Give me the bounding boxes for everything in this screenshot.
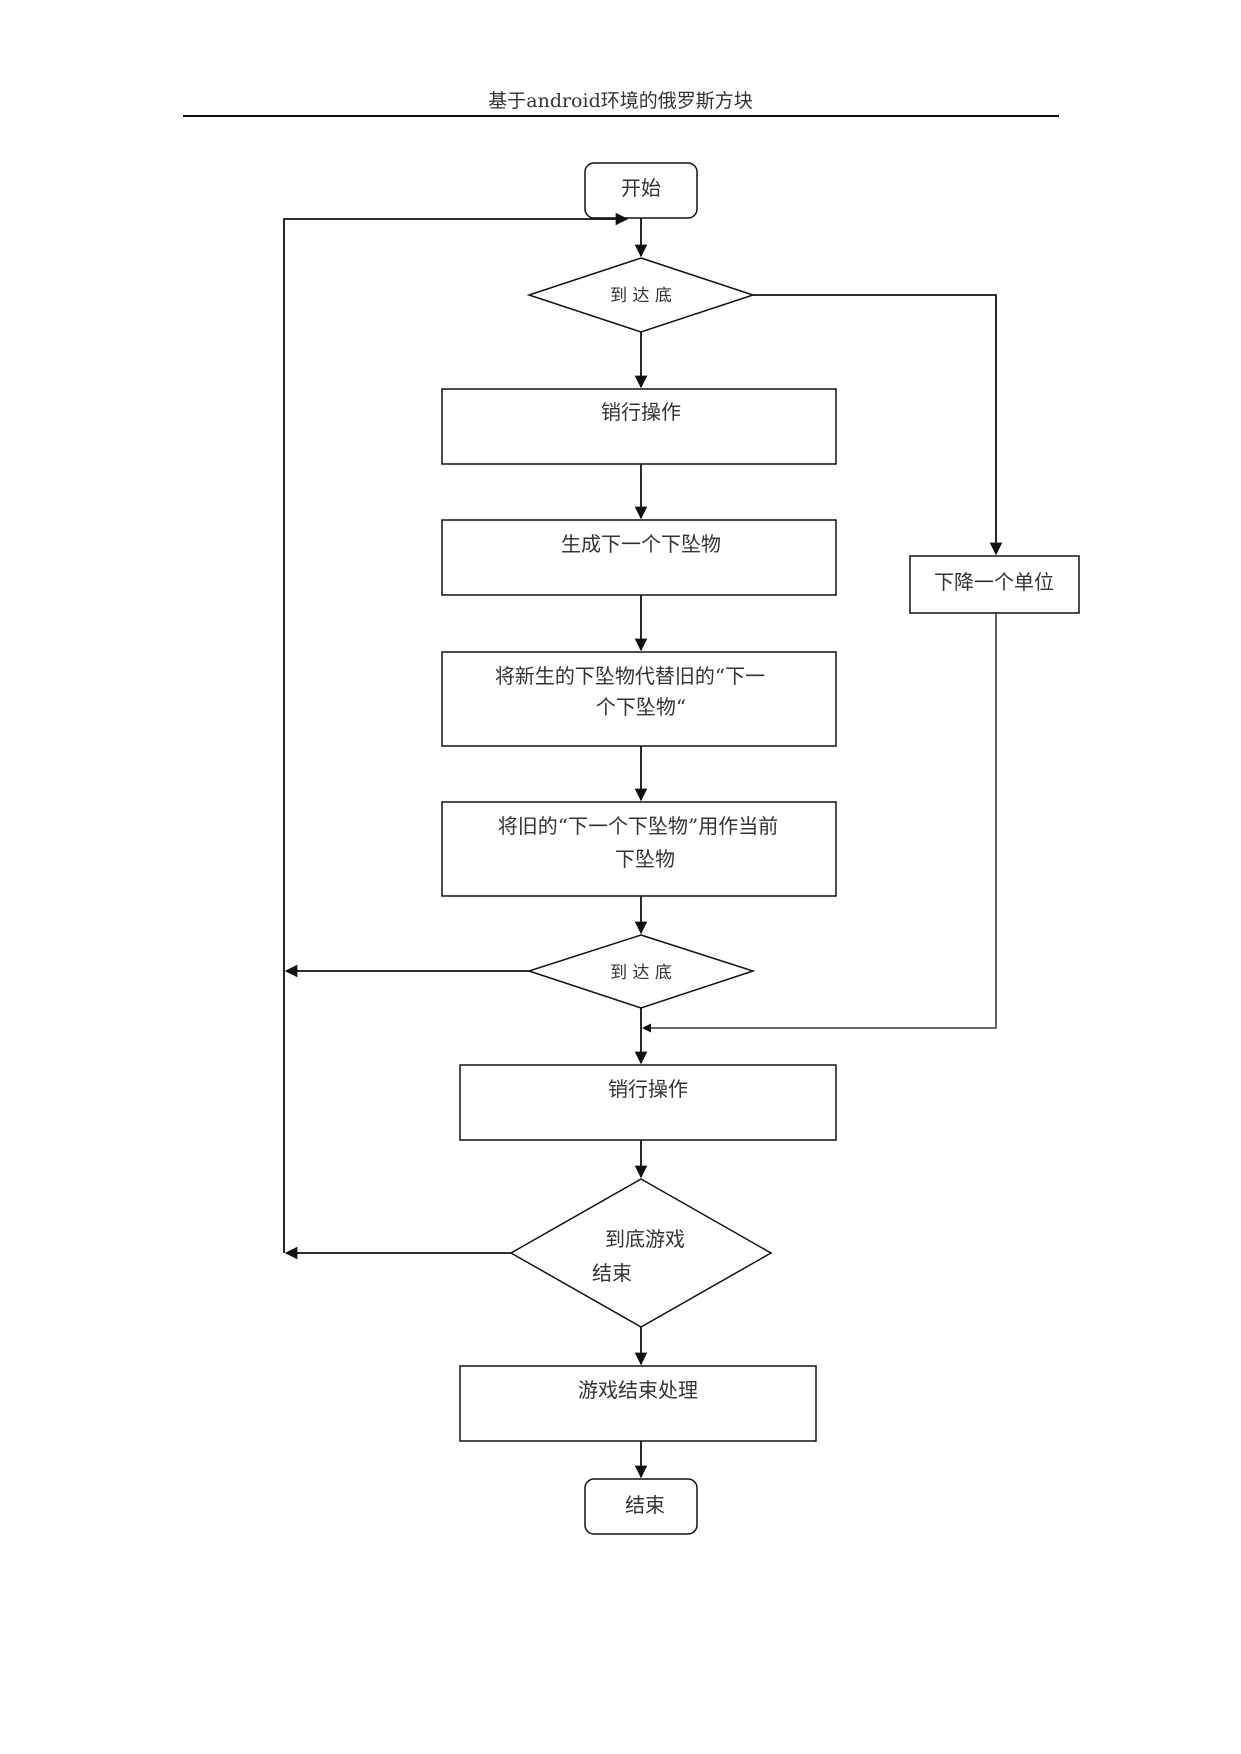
generate-next-box <box>441 519 837 596</box>
header-rule <box>183 115 1059 117</box>
page-header-title: 基于android环境的俄罗斯方块 <box>488 90 753 112</box>
end-terminal <box>584 1478 698 1535</box>
replace-next-label-line1: 将新生的下坠物代替旧的“下一 <box>495 664 765 688</box>
use-as-current-box <box>441 801 837 897</box>
use-as-current-label-line1: 将旧的“下一个下坠物”用作当前 <box>498 814 778 838</box>
eliminate-rows-label-1: 销行操作 <box>601 400 681 424</box>
replace-next-label-line2: 个下坠物“ <box>596 695 686 719</box>
descend-one-box <box>909 555 1080 614</box>
decision-game-over-label-line1: 到底游戏 <box>605 1227 685 1251</box>
generate-next-label: 生成下一个下坠物 <box>561 532 721 556</box>
decision-top-label: 到 达 底 <box>610 286 672 306</box>
loop-back-line <box>283 212 629 1253</box>
eliminate-rows-box-1 <box>441 388 837 465</box>
decision-middle-label: 到 达 底 <box>610 963 672 983</box>
game-over-handling-label: 游戏结束处理 <box>578 1378 698 1402</box>
decision-game-over-diamond <box>509 1178 773 1328</box>
eliminate-rows-box-2 <box>459 1064 837 1141</box>
arrow-decision-top-to-descend <box>753 294 1003 556</box>
replace-next-box <box>441 651 837 747</box>
start-label: 开始 <box>621 176 661 200</box>
descend-one-label: 下降一个单位 <box>934 570 1054 594</box>
decision-game-over-label-line2: 结束 <box>592 1261 632 1285</box>
end-label: 结束 <box>625 1493 665 1517</box>
use-as-current-label-line2: 下坠物 <box>615 847 675 871</box>
arrow-descend-back-to-flow <box>642 613 997 1033</box>
game-over-handling-box <box>459 1365 817 1442</box>
eliminate-rows-label-2: 销行操作 <box>608 1077 688 1101</box>
